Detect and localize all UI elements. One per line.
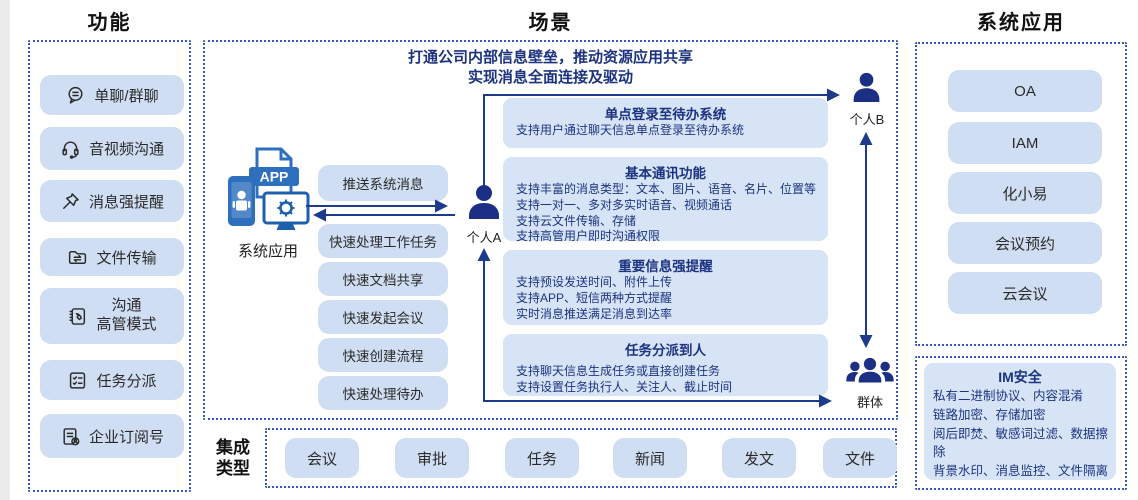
feature-box-title: 任务分派到人: [625, 343, 706, 358]
group-label: 群体: [856, 395, 883, 410]
function-item-av: 音视频沟通: [40, 127, 184, 170]
feature-box-line: 实时消息推送满足消息到达率: [516, 306, 673, 321]
function-label: 单聊/群聊: [94, 87, 159, 105]
function-item-file-transfer: 文件传输: [40, 238, 184, 276]
integration-item-post: 发文: [722, 438, 796, 478]
function-label-line2: 高管模式: [96, 316, 157, 333]
subscription-icon: [60, 426, 81, 447]
im-security-line: 背景水印、消息监控、文件隔离: [933, 464, 1109, 478]
functions-title: 功能: [87, 12, 132, 34]
integration-item-approval: 审批: [395, 438, 469, 478]
integration-item-news: 新闻: [613, 438, 687, 478]
feature-box-sso: 单点登录至待办系统 支持用户通过聊天信息单点登录至待办系统: [503, 98, 828, 148]
function-label: 沟通 高管模式: [96, 297, 156, 335]
mobile-phone-icon: [228, 176, 255, 226]
chat-icon: [65, 85, 86, 106]
function-label-line1: 沟通: [111, 297, 142, 315]
quick-action-workflow: 快速创建流程: [318, 338, 448, 372]
feature-box-line: 支持预设发送时间、附件上传: [516, 275, 673, 289]
integration-panel: [265, 428, 897, 488]
integration-item-file: 文件: [823, 438, 897, 478]
feature-box-line: 支持高管用户即时沟通权限: [516, 229, 661, 244]
person-a-label: 个人A: [466, 230, 502, 245]
function-item-chat: 单聊/群聊: [40, 75, 184, 115]
system-app-meeting-booking: 会议预约: [948, 222, 1102, 264]
feature-box-line: 支持用户通过聊天信息单点登录至待办系统: [516, 123, 745, 137]
scene-panel: [203, 40, 898, 420]
im-security-line: 链路加密、存储加密: [933, 407, 1046, 422]
im-security-line: 私有二进制协议、内容混淆: [933, 389, 1084, 403]
system-app-oa: OA: [948, 70, 1102, 112]
quick-action-handle-task: 快速处理工作任务: [318, 224, 448, 258]
file-transfer-icon: [67, 247, 88, 268]
im-security-panel: [915, 356, 1127, 490]
integration-item-meeting: 会议: [285, 438, 359, 478]
function-label: 文件传输: [96, 249, 157, 267]
integration-item-task: 任务: [505, 438, 579, 478]
feature-box-basic-comm: 基本通讯功能 支持丰富的消息类型：文本、图片、语音、名片、位置等 支持一对一、多…: [503, 157, 828, 243]
task-icon: [67, 370, 88, 391]
feature-box-title: 重要信息强提醒: [618, 259, 713, 274]
function-item-exec-mode: 沟通 高管模式: [40, 288, 184, 344]
svg-text:APP: APP: [260, 169, 289, 185]
integration-label-line1: 集成: [216, 438, 250, 457]
feature-box-strong-reminder: 重要信息强提醒 支持预设发送时间、附件上传 支持APP、短信两种方式提醒 实时消…: [503, 250, 828, 325]
phonebook-icon: [67, 306, 88, 327]
headset-icon: [60, 138, 81, 159]
function-label: 企业订阅号: [88, 428, 164, 446]
person-b-label: 个人B: [849, 112, 885, 127]
feature-box-line: 支持云文件传输、存储: [516, 213, 637, 228]
quick-action-todo: 快速处理待办: [318, 376, 448, 410]
quick-action-meeting: 快速发起会议: [318, 300, 448, 334]
integration-label-line2: 类型: [216, 459, 250, 479]
feature-box-title: 基本通讯功能: [625, 166, 706, 181]
feature-box-line: 支持APP、短信两种方式提醒: [516, 290, 673, 305]
left-gray-strip: [0, 0, 10, 500]
system-app-cluster: APP: [226, 146, 310, 234]
function-item-task: 任务分派: [40, 360, 184, 400]
quick-action-doc-share: 快速文档共享: [318, 262, 448, 296]
person-a-icon: [466, 184, 502, 226]
system-app-iam: IAM: [948, 122, 1102, 164]
function-item-subscription: 企业订阅号: [40, 414, 184, 458]
im-security-title: IM安全: [998, 369, 1042, 385]
feature-box-task-assign: 任务分派到人 支持聊天信息生成任务或直接创建任务 支持设置任务执行人、关注人、截…: [503, 334, 828, 396]
feature-box-line: 支持聊天信息生成任务或直接创建任务: [516, 364, 721, 378]
feature-box-line: 支持一对一、多对多实时语音、视频通话: [516, 197, 733, 212]
system-app-cluster-label: 系统应用: [237, 243, 298, 260]
function-label: 任务分派: [96, 372, 157, 390]
app-document-icon: APP: [249, 147, 299, 199]
quick-action-push: 推送系统消息: [318, 165, 448, 201]
function-label: 消息强提醒: [88, 193, 164, 211]
integration-label: 集成 类型: [207, 437, 259, 480]
system-apps-title: 系统应用: [977, 12, 1065, 34]
im-security-box: IM安全 私有二进制协议、内容混淆 链路加密、存储加密 阅后即焚、敏感词过滤、数…: [924, 363, 1116, 480]
system-app-huaxiaoyi: 化小易: [948, 172, 1102, 214]
scene-title: 场景: [528, 12, 573, 34]
functions-panel: [28, 40, 191, 492]
function-label: 音视频沟通: [88, 141, 164, 158]
system-apps-panel: [915, 42, 1127, 346]
feature-box-title: 单点登录至待办系统: [604, 107, 727, 122]
person-b-icon: [851, 72, 882, 108]
feature-box-line: 支持丰富的消息类型：文本、图片、语音、名片、位置等: [516, 182, 817, 196]
pin-icon: [60, 191, 81, 212]
group-icon: [845, 356, 895, 390]
scene-subtitle-line2: 实现消息全面连接及驱动: [467, 69, 633, 86]
feature-box-line: 支持设置任务执行人、关注人、截止时间: [516, 379, 733, 394]
im-security-line: 阅后即焚、敏感词过滤、数据擦除: [933, 426, 1109, 460]
scene-subtitle-line1: 打通公司内部信息壁垒，推动资源应用共享: [407, 49, 693, 66]
system-app-cloud-meeting: 云会议: [948, 272, 1102, 314]
function-item-reminder: 消息强提醒: [40, 180, 184, 222]
monitor-gear-icon: [262, 191, 310, 230]
